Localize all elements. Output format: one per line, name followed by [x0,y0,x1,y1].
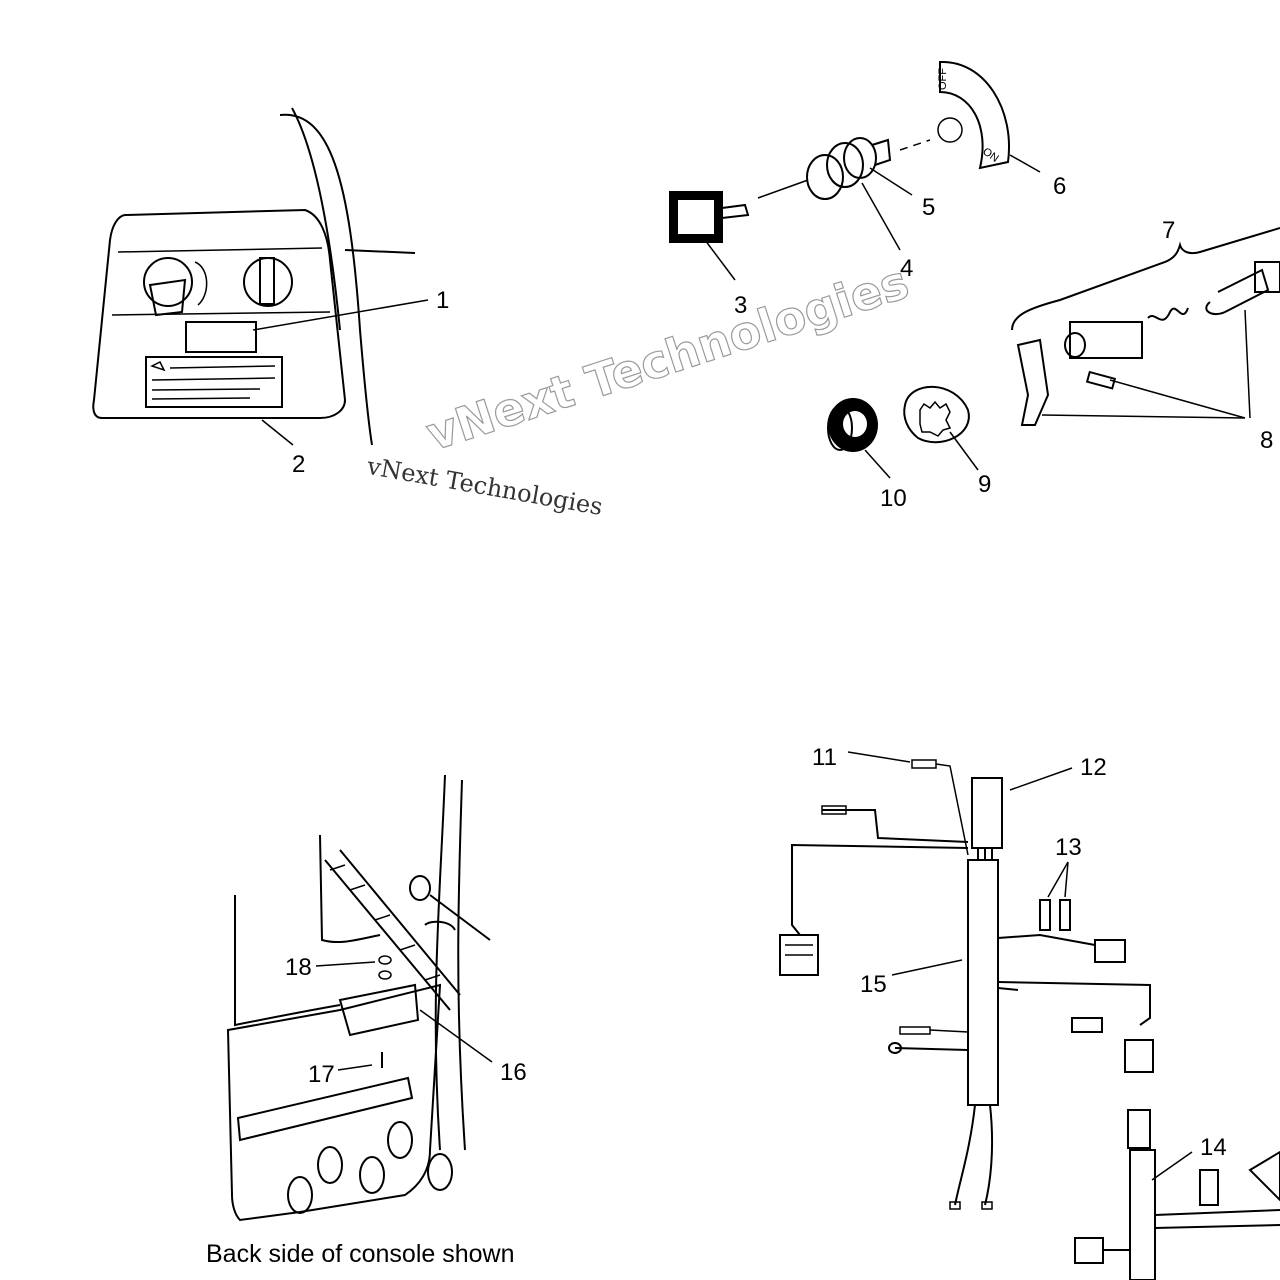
nut-10 [827,398,878,452]
console-assembly [92,107,416,446]
callout-11: 11 [812,744,837,771]
callout-16: 16 [500,1059,527,1086]
console-back-view [226,774,491,1222]
callout-9: 9 [978,471,991,498]
leader-lines [252,154,1251,1181]
callout-4: 4 [900,255,913,282]
warning-decal-2 [145,356,283,408]
wire-harness [779,759,1280,1280]
connector-12 [971,777,1003,849]
switch-off-label: OFF [937,68,949,90]
callout-5: 5 [922,194,935,221]
harness-14 [1129,1149,1156,1280]
callout-13: 13 [1055,834,1082,861]
callout-14: 14 [1200,1134,1227,1161]
callout-2: 2 [292,451,305,478]
callout-1: 1 [436,287,449,314]
ignition-switch-assembly [669,60,1010,243]
harness-15 [967,859,999,1106]
callout-6: 6 [1053,173,1066,200]
washer-9 [903,385,970,444]
callout-7: 7 [1162,217,1175,244]
switch-assembly-7 [1011,227,1280,426]
callouts: 1 2 3 4 5 6 7 8 9 10 11 12 13 14 15 16 1… [285,173,1273,1161]
bracket-16 [338,983,420,1037]
callout-18: 18 [285,954,312,981]
switch-plate-6 [939,60,1010,170]
callout-17: 17 [308,1061,335,1088]
callout-3: 3 [734,292,747,319]
callout-12: 12 [1080,754,1107,781]
callout-15: 15 [860,971,887,998]
caption: Back side of console shown [206,1240,515,1268]
callout-8: 8 [1260,427,1273,454]
decal-1 [185,321,257,353]
callout-10: 10 [880,485,907,512]
